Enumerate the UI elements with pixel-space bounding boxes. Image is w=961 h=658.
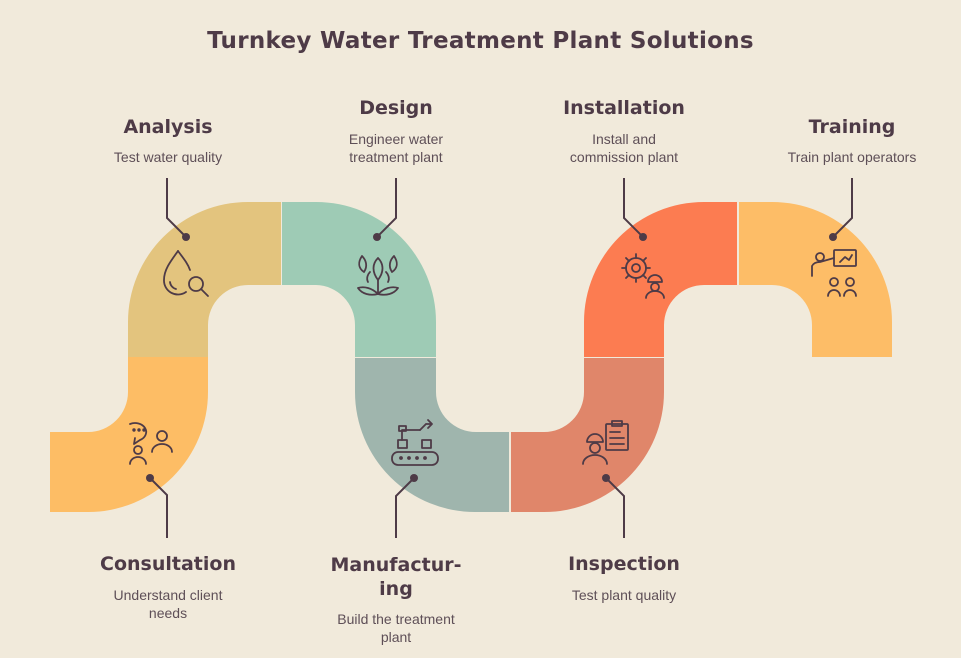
step-desc-inspection: Test plant quality [524,586,724,604]
desc-line: Train plant operators [787,149,917,165]
connector-design [376,178,397,238]
segment-manufacturing [355,358,509,513]
step-title-consultation: Consultation [100,553,236,575]
desc-line: Understand client [113,587,223,603]
connector-analysis [166,178,187,238]
people-chat-icon [129,422,173,465]
desc-line: Test plant quality [571,587,677,603]
segment-training [739,202,892,357]
desc-line: Install and [592,131,656,147]
step-title-design: Design [359,97,433,119]
desc-line: plant [380,629,412,645]
desc-line: treatment plant [349,149,443,165]
step-desc-analysis: Test water quality [68,148,268,166]
step-desc-design: Engineer water treatment plant [296,130,496,166]
dot-training [829,233,837,241]
desc-line: needs [148,605,188,621]
step-desc-consultation: Understand client needs [68,586,268,622]
step-title-analysis: Analysis [123,116,213,138]
step-title-inspection: Inspection [568,553,680,575]
dot-inspection [602,474,610,482]
segment-design [282,202,436,357]
inspector-clipboard-icon [582,420,629,465]
step-title-manufacturing: Manufactur- ing [296,553,496,601]
segment-installation [584,202,737,357]
desc-line: Engineer water [348,131,444,147]
presentation-trainer-icon [811,249,857,297]
step-title-installation: Installation [563,97,685,119]
dot-analysis [182,233,190,241]
title-line: ing [379,578,413,600]
water-drop-magnifier-icon [163,250,209,297]
step-title-training: Training [808,116,896,138]
step-desc-training: Train plant operators [752,148,952,166]
segment-analysis [128,202,281,357]
title-line: Manufactur- [330,554,462,576]
desc-line: Build the treatment [337,611,455,627]
desc-line: Test water quality [113,149,223,165]
connectors [149,178,853,538]
connector-manufacturing [395,477,415,538]
connector-installation [623,178,644,238]
connector-inspection [605,477,625,538]
segment-inspection [511,358,664,512]
page-title: Turnkey Water Treatment Plant Solutions [207,28,754,54]
gear-worker-icon [621,253,665,299]
dot-design [373,233,381,241]
robot-arm-conveyor-icon [391,419,439,466]
connector-dots [146,233,837,482]
segment-consultation [50,357,208,512]
leaves-droplets-icon [357,255,399,296]
desc-line: commission plant [569,149,679,165]
step-desc-installation: Install and commission plant [524,130,724,166]
step-desc-manufacturing: Build the treatment plant [296,610,496,646]
dot-installation [639,233,647,241]
dot-manufacturing [410,474,418,482]
dot-consultation [146,474,154,482]
connector-training [832,178,853,238]
connector-consultation [149,477,168,538]
